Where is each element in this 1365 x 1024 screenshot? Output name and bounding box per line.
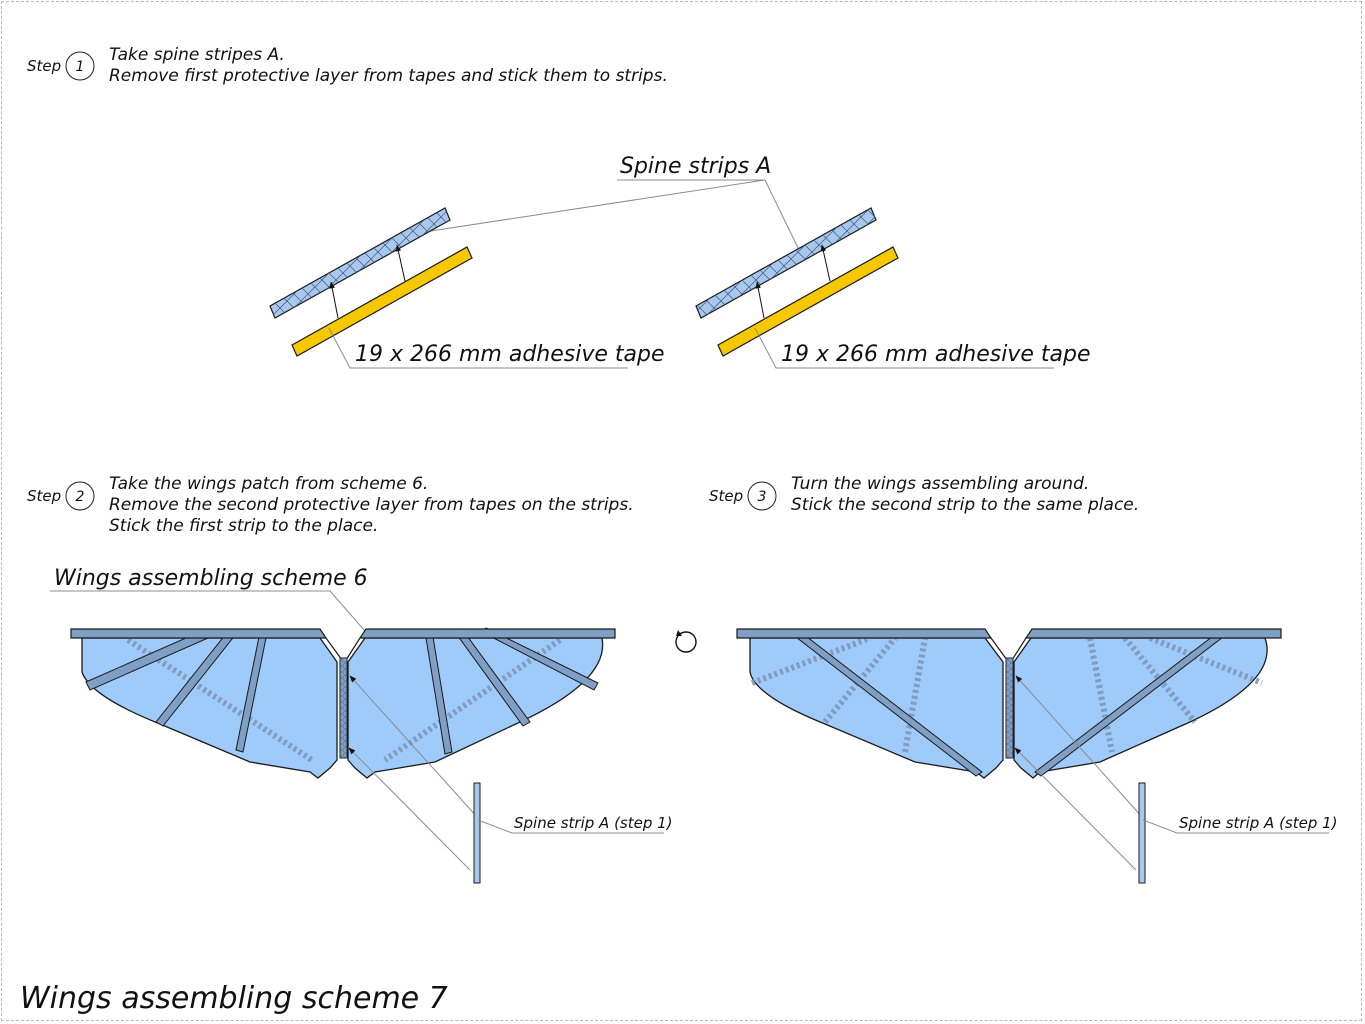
wing-assembly-left: Spine strip A (step 1) [70,627,673,884]
tape-left-leader [328,327,628,369]
step2-header: Step 2 Take the wings patch from scheme … [27,474,634,536]
step1-header: Step 1 Take spine stripes A. Remove firs… [27,45,668,86]
arrow-right-1 [755,281,765,319]
step3-header: Step 3 Turn the wings assembling around.… [709,474,1139,515]
spine-leader-left-2 [348,747,471,871]
step2-word: Step [27,487,61,505]
step3-circle [747,481,777,511]
spine-strip-left-hatch [270,208,450,318]
arrow-left-1 [329,281,339,319]
spars-left [85,627,599,755]
step1-line-2: Remove first protective layer from tapes… [109,66,668,86]
step3-number: 3 [758,489,767,505]
step1-line-1: Take spine stripes A. [109,45,285,65]
arrow-left-2 [395,244,406,282]
step2-number: 2 [76,489,85,505]
leading-edge-left-flipped [736,628,993,639]
tape-left-label: 19 x 266 mm adhesive tape [355,342,665,367]
wing-half-left [81,637,338,779]
step2-circle [65,481,95,511]
wings-scheme6-label: Wings assembling scheme 6 [54,566,368,591]
tape-right [717,246,899,357]
spine-ref-right-label: Spine strip A (step 1) [1179,814,1338,832]
step2-line-3: Stick the first strip to the place. [109,516,378,536]
strip-pair-right: 19 x 266 mm adhesive tape [695,207,1091,369]
spine-strips-callout: Spine strips A [397,154,801,253]
step2-line-2: Remove the second protective layer from … [109,495,634,515]
wing-assembly-right: Spine strip A (step 1) [736,628,1338,884]
step1-word: Step [27,57,61,75]
wing-half-left-flipped [749,637,1004,779]
step3-word: Step [709,487,743,505]
step2-line-1: Take the wings patch from scheme 6. [109,474,428,494]
tape-right-label: 19 x 266 mm adhesive tape [781,342,1091,367]
leading-edge-right-flipped [1024,628,1282,639]
spine-strips-leader-right [764,179,801,253]
spine-leader-right-2 [1014,747,1137,871]
leading-edge-right [358,628,616,639]
tape-right-leader [754,327,1054,369]
spine-strips-label: Spine strips A [620,154,771,179]
spine-ref-left-label: Spine strip A (step 1) [514,814,673,832]
step3-line-1: Turn the wings assembling around. [791,474,1089,494]
wings-scheme6-callout: Wings assembling scheme 6 [50,566,393,663]
rotate-icon [675,630,697,653]
spine-strip-right-hatch [696,208,876,318]
leading-edge-left [70,628,328,639]
step1-number: 1 [76,59,85,75]
detached-spine-strip-left [473,782,481,884]
spine-ref-right-leader [1142,819,1329,834]
spine-strips-leader-left [397,179,766,237]
strip-pair-left: 19 x 266 mm adhesive tape [269,207,665,369]
spine-leader-right-1 [1015,675,1144,819]
step1-circle [65,51,95,81]
step3-line-2: Stick the second strip to the same place… [791,495,1139,515]
arrow-right-2 [820,244,831,282]
tape-left [291,246,473,357]
spine-leader-left-1 [349,675,479,819]
spine-ref-left-leader [477,819,664,834]
sheet-title: Wings assembling scheme 7 [20,981,448,1016]
detached-spine-strip-right [1138,782,1146,884]
